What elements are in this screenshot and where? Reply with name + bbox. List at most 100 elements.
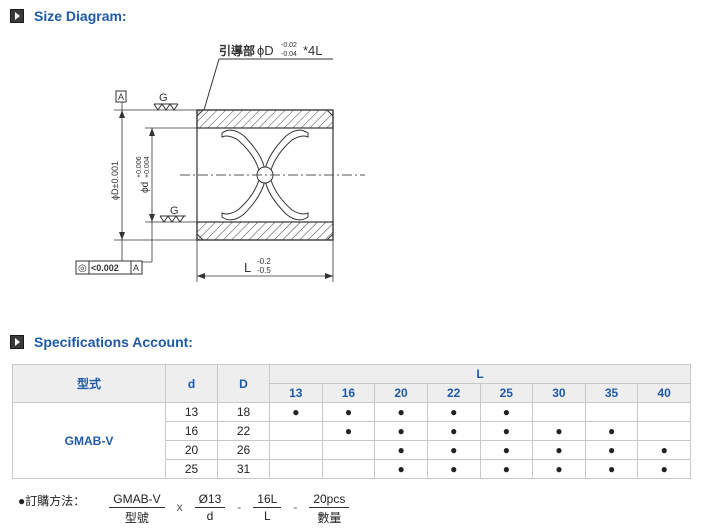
- concentricity-value: <0.002: [91, 263, 119, 273]
- availability-cell: [321, 459, 376, 479]
- concentricity-frame: ◎ <0.002 A: [75, 222, 153, 275]
- availability-cell: ●: [374, 421, 428, 441]
- datum-a: A: [115, 90, 127, 103]
- availability-cell: ●: [532, 459, 586, 479]
- availability-cell: ●: [374, 440, 428, 460]
- availability-cell: [269, 459, 323, 479]
- d-cell: 20: [165, 440, 218, 460]
- availability-dot-icon: ●: [607, 462, 616, 476]
- availability-cell: ●: [584, 440, 639, 460]
- D-cell: 22: [217, 421, 270, 441]
- availability-cell: [637, 402, 691, 422]
- availability-cell: ●: [321, 421, 376, 441]
- availability-dot-icon: ●: [607, 424, 616, 438]
- d-cell: 13: [165, 402, 218, 422]
- order-separator: -: [237, 500, 242, 514]
- availability-cell: ●: [426, 421, 481, 441]
- availability-cell: ●: [426, 440, 481, 460]
- inner-dim-label: ϕd: [140, 182, 151, 193]
- availability-dot-icon: ●: [502, 424, 510, 438]
- concentricity-datum: A: [133, 263, 139, 273]
- d-cell: 16: [165, 421, 218, 441]
- guide-dim: ϕD: [257, 43, 274, 58]
- inner-tol-lower: +0.004: [144, 156, 151, 178]
- concentricity-icon: ◎: [78, 263, 87, 274]
- outer-dim-label: ϕD±0.001: [110, 161, 120, 200]
- model-cell: GMAB-V: [12, 402, 166, 479]
- guide-suffix: *4L: [303, 43, 323, 58]
- availability-cell: ●: [426, 459, 481, 479]
- order-part-label: d: [206, 509, 214, 523]
- availability-cell: ●: [426, 402, 481, 422]
- spec-title: Specifications Account:: [34, 334, 193, 350]
- availability-dot-icon: ●: [450, 443, 458, 457]
- col-d-header: d: [165, 364, 218, 403]
- availability-cell: ●: [479, 440, 534, 460]
- availability-cell: ●: [321, 402, 376, 422]
- section-arrow-icon: [10, 335, 24, 349]
- grind-mark-top: G: [153, 92, 179, 111]
- availability-cell: ●: [637, 440, 691, 460]
- availability-dot-icon: ●: [502, 462, 510, 476]
- order-part-value: 20pcs: [309, 492, 350, 508]
- section-arrow-icon: [10, 9, 24, 23]
- availability-cell: ●: [584, 421, 639, 441]
- svg-text:A: A: [118, 92, 124, 102]
- length-tol-upper: -0.2: [257, 257, 271, 266]
- availability-dot-icon: ●: [450, 424, 458, 438]
- length-label: L: [244, 260, 251, 275]
- availability-dot-icon: ●: [660, 443, 668, 457]
- availability-cell: [637, 421, 691, 441]
- svg-text:G: G: [159, 92, 168, 104]
- col-L-25: 25: [479, 383, 534, 403]
- col-L-40: 40: [637, 383, 691, 403]
- availability-dot-icon: ●: [397, 424, 405, 438]
- guide-tol-upper: -0.02: [281, 42, 297, 49]
- order-separator: -: [293, 500, 298, 514]
- availability-cell: ●: [374, 402, 428, 422]
- availability-cell: ●: [269, 402, 323, 422]
- col-model-header: 型式: [12, 364, 166, 403]
- availability-cell: ●: [584, 459, 639, 479]
- inner-dimension: ϕd +0.006 +0.004: [136, 128, 155, 222]
- availability-dot-icon: ●: [660, 462, 668, 476]
- D-cell: 26: [217, 440, 270, 460]
- D-cell: 18: [217, 402, 270, 422]
- svg-text:G: G: [170, 205, 179, 217]
- availability-dot-icon: ●: [607, 443, 616, 457]
- availability-cell: [269, 421, 323, 441]
- availability-cell: [532, 402, 586, 422]
- col-L-header: L: [269, 364, 691, 384]
- order-part-value: 16L: [253, 492, 282, 508]
- col-L-35: 35: [584, 383, 639, 403]
- col-D-header: D: [217, 364, 270, 403]
- order-part-value: Ø13: [194, 492, 226, 508]
- guide-annotation: 引導部 ϕD -0.02 -0.04 *4L: [203, 42, 333, 111]
- order-part-label: L: [263, 509, 271, 523]
- order-part-value: GMAB-V: [109, 492, 165, 508]
- outer-dimension: ϕD±0.001: [110, 102, 125, 262]
- inner-tol-upper: +0.006: [136, 156, 143, 178]
- availability-dot-icon: ●: [502, 405, 510, 419]
- availability-dot-icon: ●: [344, 424, 353, 438]
- availability-cell: ●: [637, 459, 691, 479]
- availability-cell: [269, 440, 323, 460]
- availability-dot-icon: ●: [397, 462, 405, 476]
- availability-dot-icon: ●: [502, 443, 510, 457]
- availability-dot-icon: ●: [555, 424, 563, 438]
- guide-tol-lower: -0.04: [281, 51, 297, 58]
- length-dimension: L -0.2 -0.5: [196, 240, 334, 282]
- availability-cell: ●: [532, 421, 586, 441]
- availability-dot-icon: ●: [450, 462, 458, 476]
- availability-cell: ●: [479, 402, 534, 422]
- availability-dot-icon: ●: [450, 405, 458, 419]
